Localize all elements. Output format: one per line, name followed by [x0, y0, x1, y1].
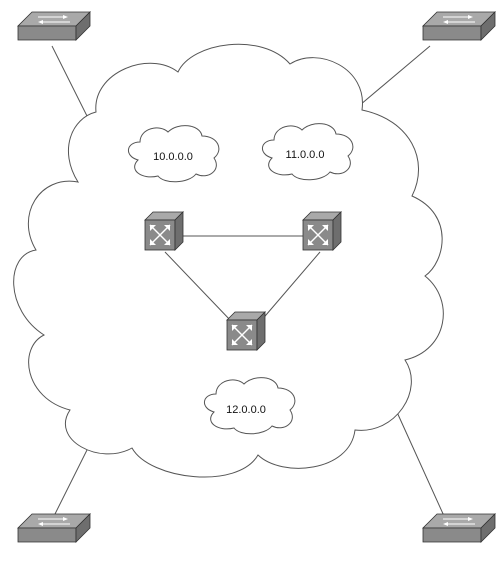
atm-switch-icon — [302, 211, 342, 251]
subnet-label-11: 11.0.0.0 — [286, 149, 325, 161]
workgroup-switch-icon — [17, 11, 91, 41]
subnet-cloud-12 — [204, 377, 296, 435]
switch-top-left[interactable] — [17, 11, 91, 41]
link-core-right-bottom — [259, 251, 321, 323]
switch-top-right[interactable] — [422, 11, 496, 41]
subnet-cloud-10 — [128, 125, 220, 183]
link-bottom-right — [395, 409, 445, 517]
link-core-left-bottom — [164, 251, 233, 323]
workgroup-switch-icon — [422, 11, 496, 41]
subnet-label-10: 10.0.0.0 — [153, 151, 193, 163]
atm-switch-icon — [226, 311, 266, 351]
subnet-cloud-11 — [262, 123, 354, 181]
core-switch-left[interactable] — [144, 211, 184, 251]
core-switch-right[interactable] — [302, 211, 342, 251]
switch-bottom-right[interactable] — [422, 513, 496, 543]
atm-switch-icon — [144, 211, 184, 251]
workgroup-switch-icon — [422, 513, 496, 543]
link-top-right — [359, 45, 431, 106]
core-switch-bottom[interactable] — [226, 311, 266, 351]
subnet-label-12: 12.0.0.0 — [226, 404, 266, 416]
switch-bottom-left[interactable] — [17, 513, 91, 543]
link-bottom-left — [53, 439, 93, 517]
workgroup-switch-icon — [17, 513, 91, 543]
